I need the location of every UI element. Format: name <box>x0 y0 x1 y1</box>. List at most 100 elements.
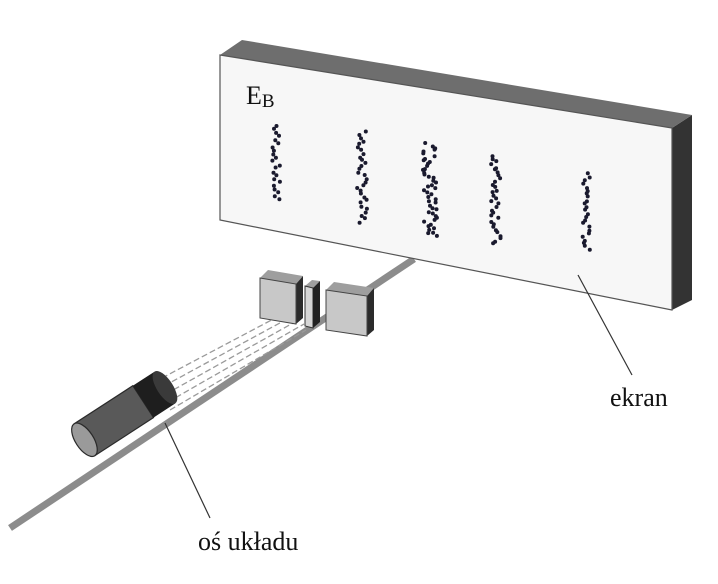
electron-hit-dot <box>277 133 281 138</box>
electron-hit-dot <box>277 179 282 184</box>
electron-hit-dot <box>357 133 362 137</box>
electron-hit-dot <box>363 180 368 185</box>
electron-hit-dot <box>496 201 501 206</box>
electron-hit-dot <box>490 157 495 162</box>
electron-hit-dot <box>359 204 364 209</box>
electron-hit-dot <box>359 147 364 152</box>
electron-hit-dot <box>434 207 439 212</box>
electron-hit-dot <box>355 145 360 150</box>
electron-gun-icon <box>71 370 178 458</box>
screen-leader-line <box>577 274 633 376</box>
electron-hit-dot <box>270 145 275 150</box>
electron-hit-dot <box>358 188 363 193</box>
interference-fringes <box>270 124 592 252</box>
electron-hit-dot <box>493 179 497 184</box>
electron-hit-dot <box>272 187 277 192</box>
electron-hit-dot <box>363 129 368 134</box>
electron-hit-dot <box>276 141 281 146</box>
electron-hit-dot <box>421 151 426 156</box>
electron-hit-dot <box>361 139 366 144</box>
electron-hit-dot <box>426 184 430 189</box>
electron-hit-dot <box>432 226 436 231</box>
electron-hit-dot <box>426 199 431 204</box>
electron-hit-dot <box>271 183 276 188</box>
electron-hit-dot <box>426 231 431 236</box>
electron-hit-dot <box>421 158 426 163</box>
electron-hit-dot <box>359 136 363 141</box>
electron-hit-dot <box>421 167 425 172</box>
electron-hit-dot <box>273 155 278 160</box>
electron-hit-dot <box>491 241 496 246</box>
electron-hit-dot <box>271 148 276 153</box>
electron-hit-dot <box>426 224 431 229</box>
electron-hit-dot <box>277 163 282 168</box>
electron-hit-dot <box>428 203 432 208</box>
axis-label: oś układu <box>198 527 298 556</box>
electron-hit-dot <box>431 175 436 180</box>
electron-hit-dot <box>425 163 430 168</box>
electron-hit-dot <box>496 215 501 220</box>
electron-hit-dot <box>586 231 591 236</box>
electron-hit-dot <box>364 197 369 202</box>
axis-leader-line <box>164 422 211 519</box>
electron-hit-dot <box>426 174 431 179</box>
electron-hit-dot <box>272 126 276 131</box>
electron-hit-dot <box>271 170 276 175</box>
electron-hit-dot <box>494 188 499 193</box>
electron-hit-dot <box>429 183 434 188</box>
screen-title-subscript: B <box>262 91 275 112</box>
electron-hit-dot <box>493 184 498 189</box>
electron-hit-dot <box>491 224 496 229</box>
electron-hit-dot <box>422 188 426 193</box>
electron-hit-dot <box>429 192 434 197</box>
electron-hit-dot <box>582 243 587 248</box>
electron-hit-dot <box>434 180 438 185</box>
electron-hit-dot <box>273 138 278 143</box>
electron-hit-dot <box>491 193 496 198</box>
electron-hit-dot <box>494 205 499 209</box>
electron-hit-dot <box>362 216 367 221</box>
electron-hit-dot <box>498 176 503 181</box>
electron-hit-dot <box>582 201 587 206</box>
electron-hit-dot <box>355 186 360 190</box>
electron-hit-dot <box>273 165 278 170</box>
electron-hit-dot <box>433 186 438 191</box>
electron-hit-dot <box>490 154 495 159</box>
electron-hit-dot <box>357 220 362 225</box>
electron-hit-dot <box>270 158 275 163</box>
electron-hit-dot <box>490 190 495 195</box>
electron-hit-dot <box>492 167 497 172</box>
electron-hit-dot <box>432 147 437 152</box>
electron-hit-dot <box>585 194 590 199</box>
electron-hit-dot <box>430 206 435 211</box>
electron-hit-dot <box>362 173 367 177</box>
electron-hit-dot <box>432 217 437 222</box>
electron-hit-dot <box>431 230 436 235</box>
electron-hit-dot <box>364 206 369 211</box>
electron-hit-dot <box>360 157 364 162</box>
electron-hit-dot <box>584 215 589 219</box>
electron-hit-dot <box>274 130 279 135</box>
electron-hit-dot <box>359 164 364 168</box>
electron-hit-dot <box>494 196 499 201</box>
electron-hit-dot <box>272 177 277 182</box>
electron-hit-dot <box>358 200 363 205</box>
electron-hit-dot <box>580 234 585 239</box>
electron-hit-dot <box>583 207 588 212</box>
screen-title: EB <box>246 81 275 112</box>
electron-hit-dot <box>587 224 592 229</box>
electron-hit-dot <box>426 195 431 199</box>
electron-hit-dot <box>358 191 363 196</box>
electron-hit-dot <box>489 213 494 218</box>
electron-hit-dot <box>361 183 366 188</box>
electron-hit-dot <box>581 181 586 186</box>
electron-hit-dot <box>272 194 277 199</box>
electron-hit-dot <box>491 210 496 215</box>
electron-hit-dot <box>489 199 494 204</box>
electron-hit-dot <box>585 186 589 191</box>
electron-hit-dot <box>426 210 431 215</box>
electron-hit-dot <box>494 159 499 164</box>
screen: EB <box>219 40 692 311</box>
electron-hit-dot <box>489 162 494 167</box>
